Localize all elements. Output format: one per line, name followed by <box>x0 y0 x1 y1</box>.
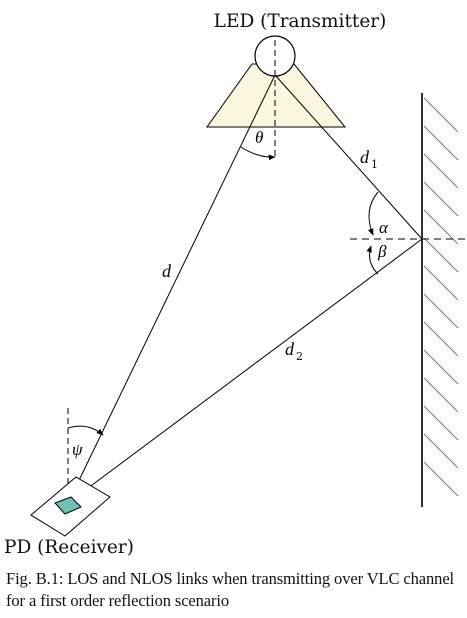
svg-text:d: d <box>360 147 370 167</box>
d-distance-symbol: d <box>162 261 172 281</box>
svg-text:d: d <box>285 339 295 359</box>
alpha-symbol: α <box>379 218 389 237</box>
alpha-angle-arc <box>368 191 379 236</box>
nlos-ray-d1 <box>274 74 423 240</box>
receiver-label: PD (Receiver) <box>4 537 134 558</box>
d1-distance-symbol: d 1 <box>360 147 378 171</box>
photodiode <box>54 496 82 515</box>
svg-text:2: 2 <box>296 350 303 363</box>
transmitter-label: LED (Transmitter) <box>214 11 387 32</box>
wall <box>421 93 459 507</box>
psi-symbol: ψ <box>72 440 83 459</box>
psi-angle-arc <box>67 425 104 436</box>
figure-caption: Fig. B.1: LOS and NLOS links when transm… <box>6 569 455 610</box>
svg-text:1: 1 <box>371 158 378 171</box>
theta-symbol: θ <box>255 128 263 147</box>
d2-distance-symbol: d 2 <box>285 339 303 363</box>
nlos-ray-d2 <box>67 238 423 504</box>
los-ray-d <box>67 74 276 504</box>
theta-angle-arc <box>240 146 276 161</box>
wall-hatching <box>423 97 459 497</box>
beta-symbol: β <box>377 242 387 261</box>
vlc-reflection-diagram: LED (Transmitter) PD (Receiver) θ α β ψ … <box>4 11 466 558</box>
beta-angle-arc <box>366 245 379 275</box>
